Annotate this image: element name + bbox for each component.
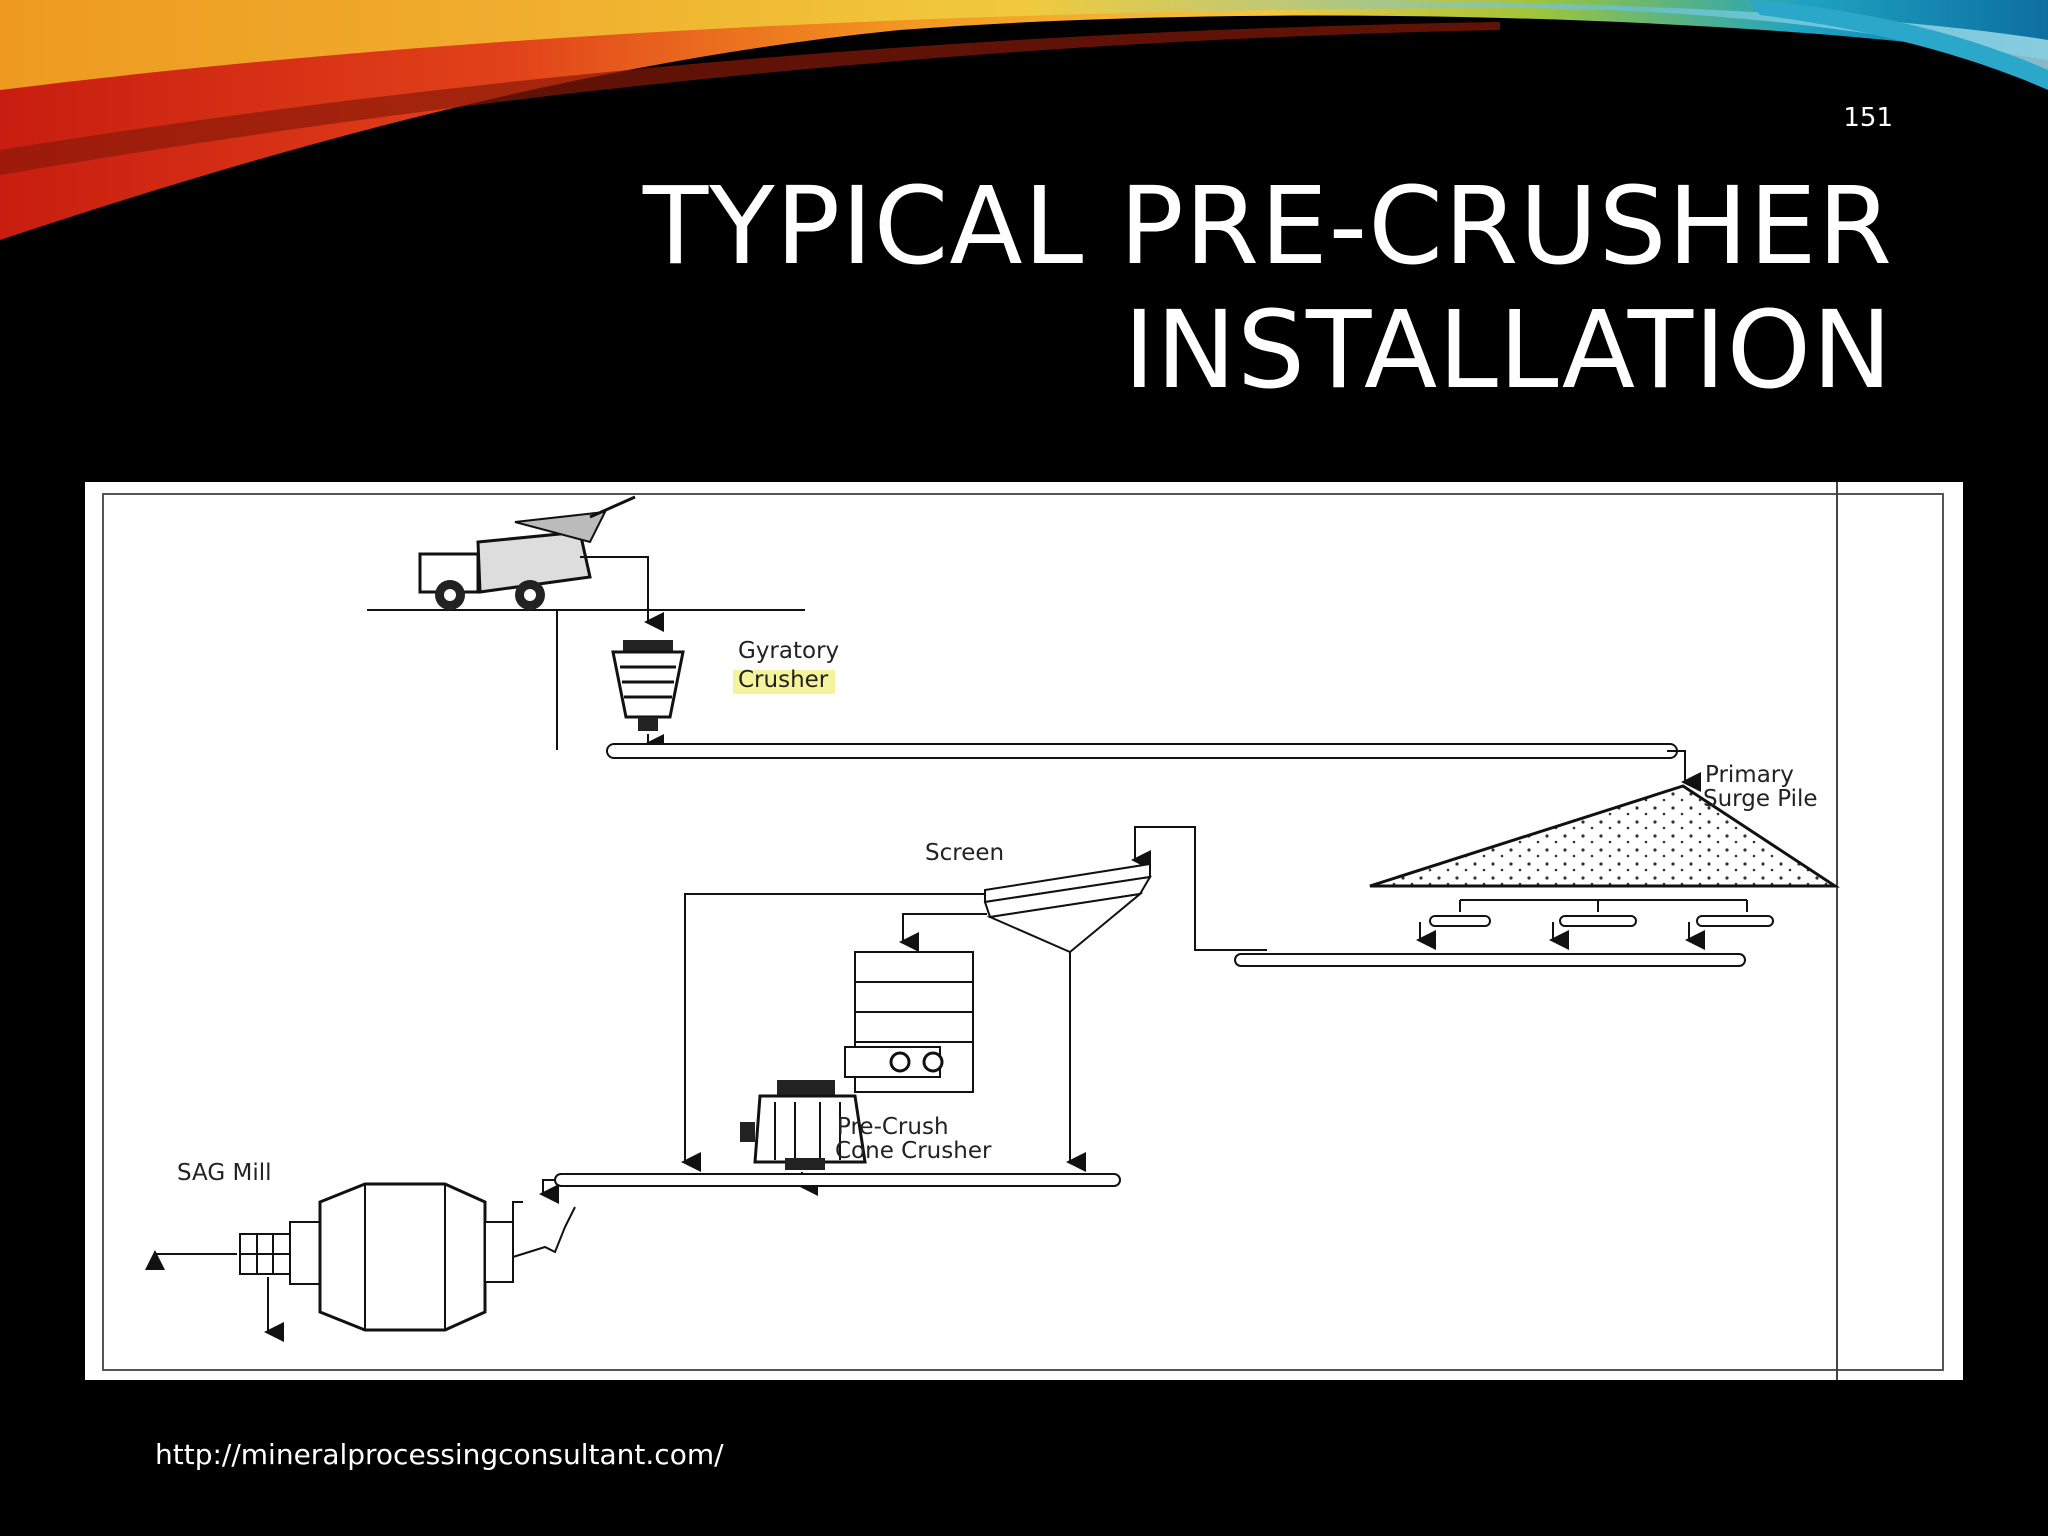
source-url[interactable]: http://mineralprocessingconsultant.com/ [155,1438,724,1471]
figure-frame [102,493,1944,1371]
surge-pile-label-line-2: Surge Pile [1703,786,1818,812]
crusher-feed-bin-icon [844,951,974,1093]
surge-pile-label-line-1: Primary [1705,762,1794,788]
sag-mill-icon [239,1182,576,1332]
title-line-1: TYPICAL PRE-CRUSHER [642,165,1893,289]
surge-pile-icon [1369,784,1841,888]
decorative-swoosh-banner [0,0,2048,240]
gyratory-label-line-2: Crusher [738,667,829,693]
screen-label: Screen [925,840,1004,866]
primary-conveyor [606,743,1678,759]
screen-to-bin-arrow [899,913,987,952]
cone-crusher-icon [740,1080,867,1170]
crusher-label-highlight [733,670,835,694]
haul-truck-icon [418,495,636,610]
truck-dump-arrow [580,556,664,632]
reclaim-to-screen-arrow [1131,826,1267,951]
bypass-arrow [681,893,985,1172]
gyratory-crusher-icon [611,640,685,731]
flowsheet-diagram: Gyratory Crusher Primary Surge Pile [102,482,1944,1380]
title-line-2: INSTALLATION [1123,289,1893,413]
sag-mill-label: SAG Mill [177,1160,272,1186]
reclaim-feeders [1416,899,1774,950]
reclaim-conveyor [1234,953,1746,967]
sag-feed-conveyor [554,1173,1121,1187]
precrush-label-line-2: Cone Crusher [835,1138,992,1164]
screen-icon [983,862,1152,954]
slide-title: TYPICAL PRE-CRUSHER INSTALLATION [643,165,1893,413]
gyratory-label-line-1: Gyratory [738,638,839,664]
conveyor-to-mill-arrow [539,1179,559,1204]
precrush-label-line-1: Pre-Crush [837,1114,949,1140]
slide-number: 151 [1843,103,1893,133]
flowsheet-figure: Gyratory Crusher Primary Surge Pile [85,482,1963,1380]
conveyor-to-pile-arrow [1667,750,1701,792]
